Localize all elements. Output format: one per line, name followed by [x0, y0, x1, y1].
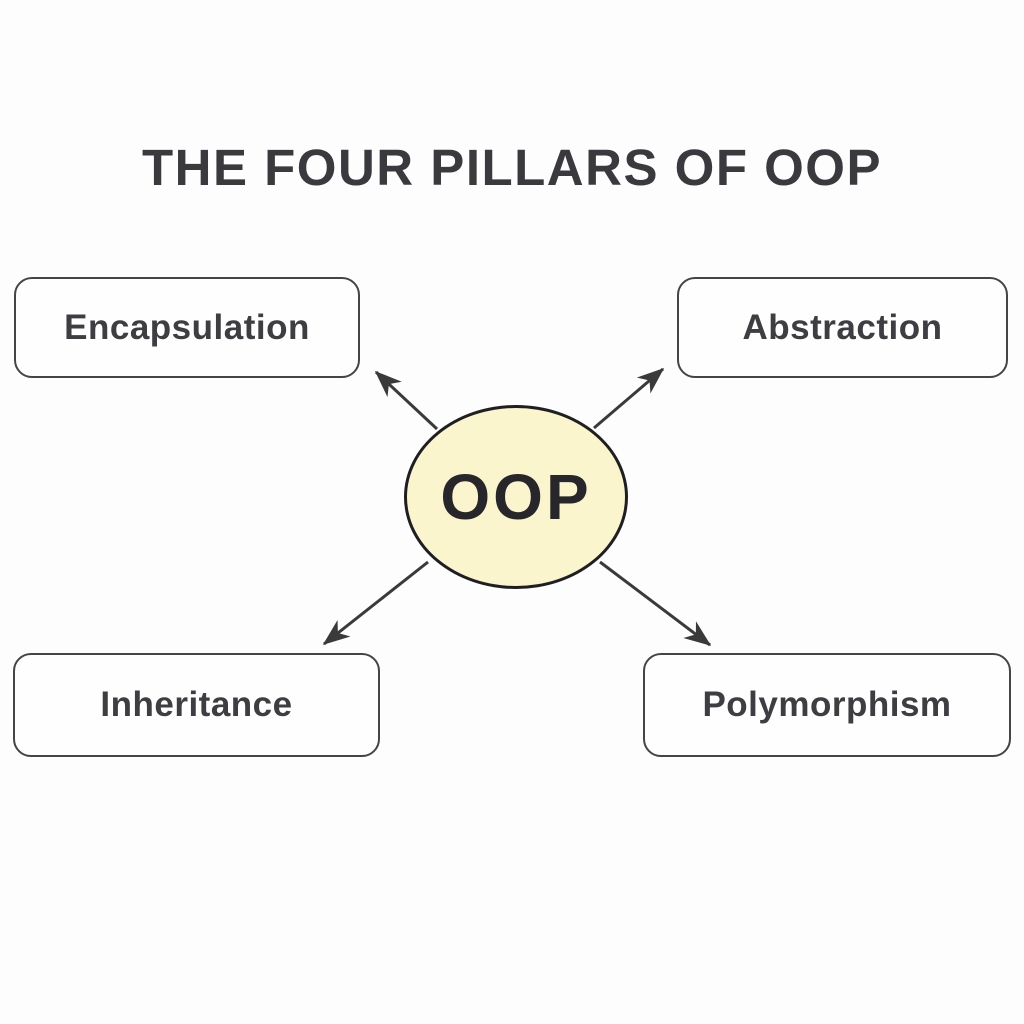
pillar-label-abstraction: Abstraction	[742, 307, 943, 347]
pillar-box-inheritance: Inheritance	[13, 653, 380, 757]
center-node-oop: OOP	[404, 405, 628, 589]
center-node-label: OOP	[440, 461, 592, 533]
arrow-to-encapsulation-icon	[374, 370, 439, 431]
arrow-to-inheritance-icon	[322, 560, 429, 646]
pillar-label-inheritance: Inheritance	[100, 685, 293, 724]
diagram-title: THE FOUR PILLARS OF OOP	[141, 139, 882, 196]
pillar-box-abstraction: Abstraction	[677, 277, 1008, 378]
pillar-label-encapsulation: Encapsulation	[64, 307, 310, 347]
arrow-to-abstraction-icon	[593, 367, 665, 430]
arrow-to-polymorphism-icon	[599, 560, 712, 647]
pillar-box-encapsulation: Encapsulation	[14, 277, 360, 378]
pillar-label-polymorphism: Polymorphism	[702, 685, 952, 724]
pillar-box-polymorphism: Polymorphism	[643, 653, 1011, 757]
